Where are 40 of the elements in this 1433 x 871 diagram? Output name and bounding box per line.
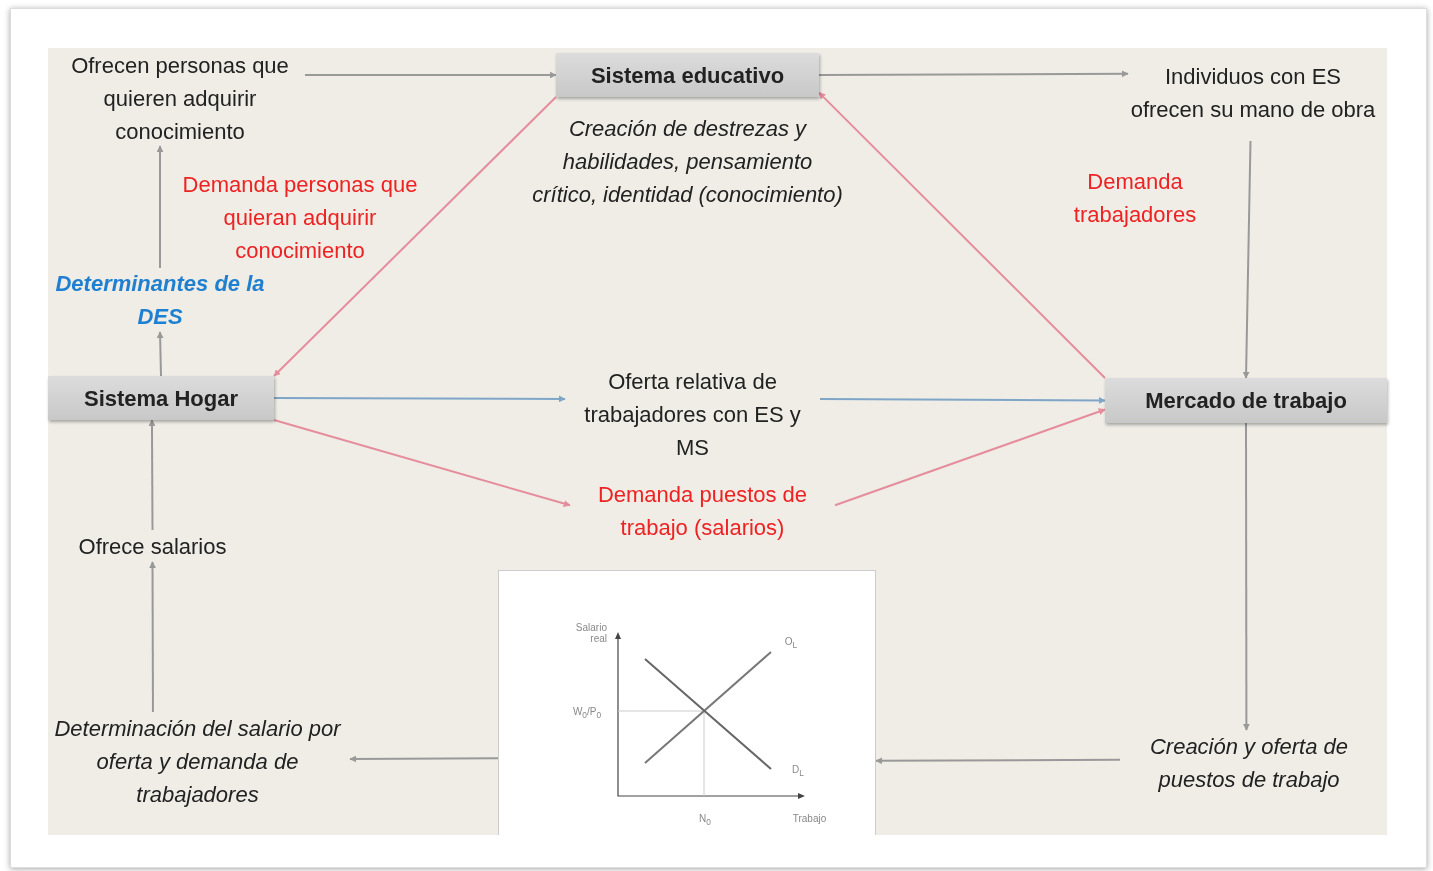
node-text: Ofrecen personas que quieren adquirir conocimiento xyxy=(70,51,290,146)
arrow xyxy=(273,419,571,507)
node-text: Determinación del salario por oferta y demanda de trabajadores xyxy=(53,714,343,809)
process-box xyxy=(48,376,274,420)
tick-label: N$_{0}$ xyxy=(698,813,712,828)
arrow xyxy=(818,91,1106,379)
arrow xyxy=(156,331,164,377)
arrow xyxy=(819,396,1106,404)
arrow xyxy=(273,96,557,377)
arrow xyxy=(149,561,156,713)
arrow xyxy=(148,419,156,531)
process-box xyxy=(556,53,819,97)
arrow xyxy=(304,71,557,79)
annotation-text: Demanda trabajadores xyxy=(1072,168,1198,229)
box-label: Mercado de trabajo xyxy=(1145,387,1347,415)
arrow xyxy=(349,755,499,763)
arrow xyxy=(1242,140,1252,379)
axis-label: Salario real xyxy=(574,622,607,644)
node-text: Ofrece salarios xyxy=(78,532,227,561)
node-text: Determinantes de la DES xyxy=(55,270,265,331)
process-box xyxy=(1105,378,1387,423)
box-label: Sistema educativo xyxy=(590,61,785,90)
annotation-text: Demanda personas que quieran adquirir conocimiento xyxy=(181,171,419,265)
chart-panel xyxy=(498,570,876,835)
description-text: Creación de destrezas y habilidades, pensamiento crítico, identidad (conocimiento) xyxy=(531,115,844,209)
curve-label: O$_{L}$ xyxy=(783,636,799,651)
arrow xyxy=(1242,422,1250,731)
arrow xyxy=(273,395,566,403)
tick-label: W$_{0}$/P$_{0}$ xyxy=(571,706,603,721)
axis-label: Trabajo xyxy=(791,813,828,824)
node-text: Demanda puestos de trabajo (salarios) xyxy=(596,480,809,542)
arrow xyxy=(834,408,1106,507)
arrow xyxy=(156,145,164,269)
box-label: Sistema Hogar xyxy=(83,384,239,413)
node-text: Creación y oferta de puestos de trabajo xyxy=(1148,733,1350,794)
curve-label: D$_{L}$ xyxy=(791,764,805,779)
arrow xyxy=(818,70,1129,78)
arrow xyxy=(875,757,1121,765)
node-text: Oferta relativa de trabajadores con ES y MS xyxy=(583,368,802,462)
node-text: Individuos con ES ofrecen su mano de obra xyxy=(1129,63,1377,124)
